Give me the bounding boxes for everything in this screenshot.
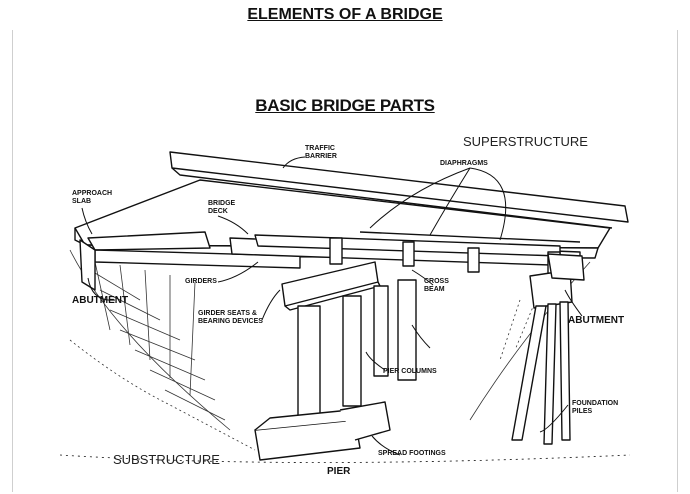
- abutment-left-label: ABUTMENT: [72, 295, 129, 306]
- cross-beam-label: CROSS BEAM: [424, 278, 449, 293]
- pier-columns: [297, 279, 417, 425]
- figure-title: BASIC BRIDGE PARTS: [255, 96, 435, 115]
- page-title: ELEMENTS OF A BRIDGE: [247, 6, 443, 23]
- superstructure-label: SUPERSTRUCTURE: [463, 134, 588, 149]
- right-abutment: [529, 253, 585, 309]
- traffic-barrier-label: TRAFFIC BARRIER: [305, 145, 337, 160]
- foundation-piles: [511, 301, 571, 445]
- leader-lines: [81, 156, 583, 456]
- pier-label: PIER: [327, 466, 351, 477]
- foundation-piles-label: FOUNDATION PILES: [572, 400, 619, 415]
- girders-label: GIRDERS: [185, 278, 217, 285]
- spread-footings: [254, 401, 391, 461]
- abutment-right-label: ABUTMENT: [568, 315, 625, 326]
- girder-seats-label: GIRDER SEATS & BEARING DEVICES: [198, 310, 263, 325]
- traffic-barrier: [87, 231, 211, 251]
- left-abutment: [79, 239, 96, 291]
- substructure-label: SUBSTRUCTURE: [113, 452, 220, 467]
- ground-line: [59, 454, 631, 463]
- diaphragms-label: DIAPHRAGMS: [440, 160, 488, 167]
- bridge-deck-label: BRIDGE DECK: [208, 200, 236, 215]
- spread-footings-label: SPREAD FOOTINGS: [378, 450, 446, 457]
- pier-columns-label: PIER COLUMNS: [383, 368, 437, 375]
- figure-frame: [12, 30, 678, 492]
- approach-slab-label: APPROACH SLAB: [72, 190, 113, 205]
